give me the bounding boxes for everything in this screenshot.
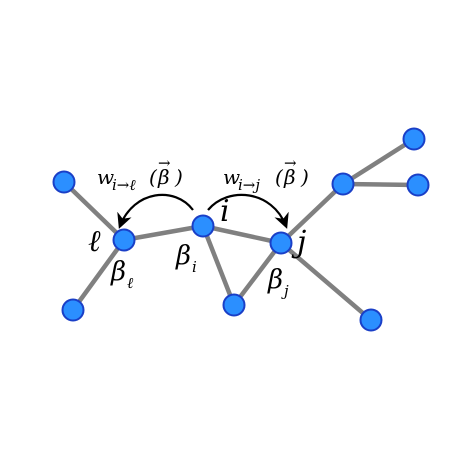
w-right-symbol: w [223, 165, 240, 189]
w-left-subscript: i→ℓ [112, 176, 136, 194]
w-left-label: w i→ℓ ( → β ) [97, 154, 183, 194]
beta-l-label: β ℓ [110, 257, 133, 292]
w-left-open: ( [149, 165, 158, 189]
node-j [269, 231, 293, 255]
node-br [359, 308, 383, 332]
node-bl [61, 298, 85, 322]
beta-j-symbol: β [267, 265, 283, 295]
beta-l-subscript: ℓ [127, 274, 133, 292]
w-left-symbol: w [97, 165, 114, 189]
beta-j-subscript: j [281, 282, 289, 300]
edge-h-tr2 [340, 181, 421, 188]
edge-i-m [200, 223, 237, 308]
edge-l-bl [70, 237, 127, 313]
label-node-l: ℓ [88, 224, 101, 259]
w-right-arg: β [283, 165, 296, 189]
arrow-i-to-l [117, 193, 194, 229]
w-right-vector-arrow: → [284, 154, 297, 172]
node-h [331, 172, 355, 196]
node-tr2 [406, 173, 430, 197]
beta-j-label: β j [267, 265, 289, 300]
nodes [52, 127, 430, 332]
edge-m-j [231, 240, 284, 308]
label-node-i: i [220, 194, 230, 229]
message-arrows [117, 193, 289, 229]
edge-j-br [278, 240, 374, 323]
w-left-arg: β [157, 165, 170, 189]
w-right-open: ( [275, 165, 284, 189]
beta-l-symbol: β [110, 257, 126, 287]
w-left-close: ) [174, 165, 183, 189]
node-m [222, 293, 246, 317]
edge-ul-l [61, 179, 127, 243]
w-right-close: ) [300, 165, 309, 189]
node-tr1 [402, 127, 426, 151]
node-ul [52, 170, 76, 194]
node-i [191, 214, 215, 238]
w-right-subscript: i→j [238, 176, 260, 194]
arrow-i-to-j [207, 193, 289, 229]
edge-h-tr1 [340, 136, 417, 187]
w-right-label: w i→j ( → β ) [223, 154, 309, 194]
edge-j-h [278, 181, 346, 246]
edges [61, 136, 421, 323]
beta-i-label: β i [175, 241, 197, 276]
w-left-vector-arrow: → [158, 154, 171, 172]
edge-l-i [121, 223, 206, 243]
node-l [112, 228, 136, 252]
beta-i-symbol: β [175, 241, 191, 271]
beta-i-subscript: i [192, 258, 197, 276]
edge-i-j [200, 223, 284, 246]
